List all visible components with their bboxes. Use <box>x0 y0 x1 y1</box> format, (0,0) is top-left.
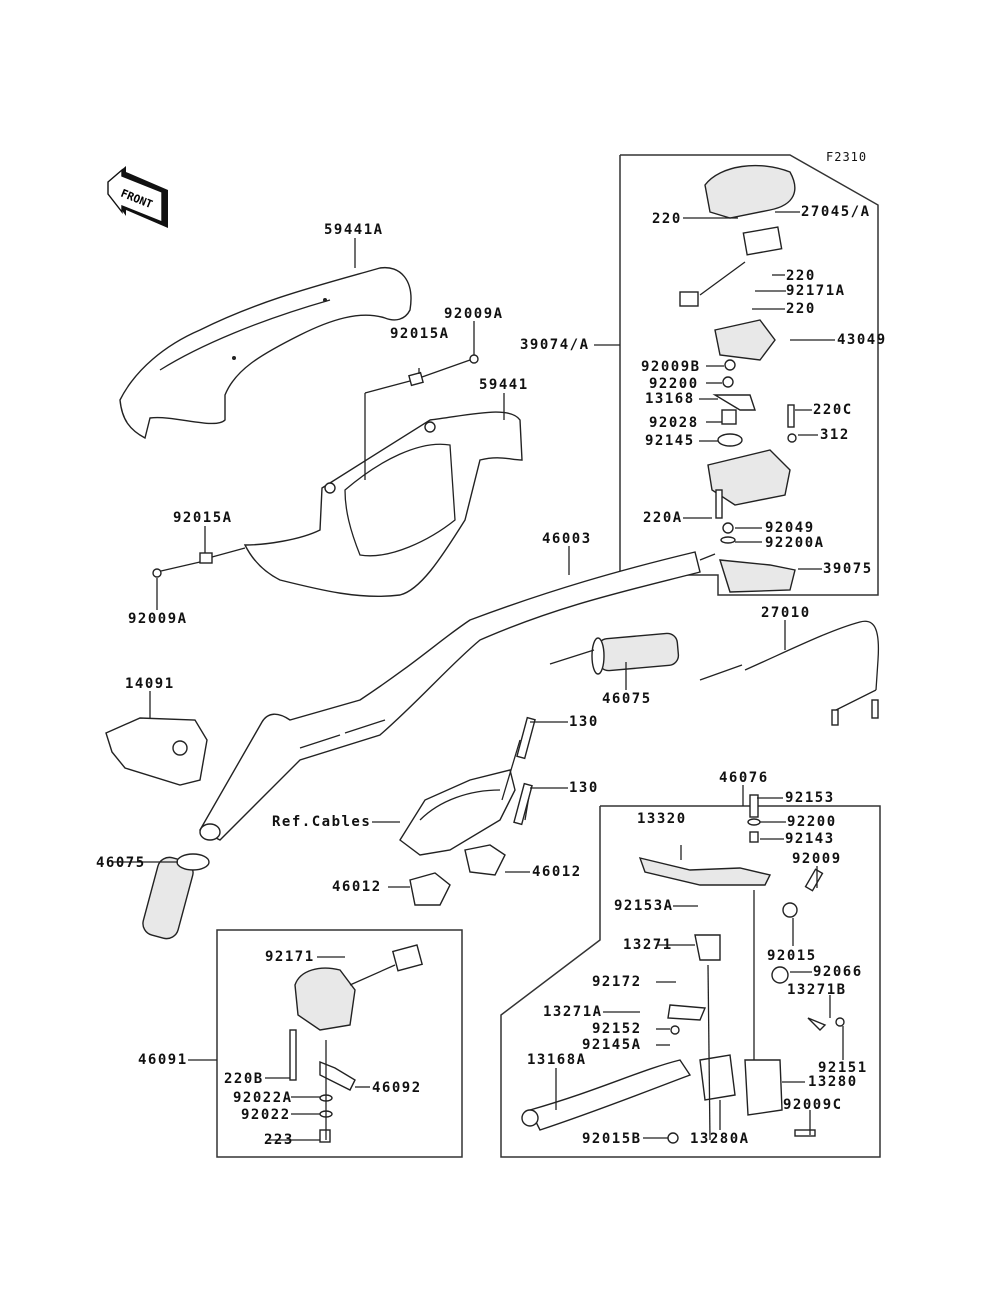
part-label-130[interactable]: 130 <box>569 780 599 796</box>
part-label-46075[interactable]: 46075 <box>602 691 652 707</box>
part-label-220[interactable]: 220 <box>786 268 816 284</box>
part-label-92015[interactable]: 92015 <box>767 948 817 964</box>
part-label-46012[interactable]: 46012 <box>532 864 582 880</box>
part-label-312[interactable]: 312 <box>820 427 850 443</box>
clamp-part <box>399 716 536 906</box>
right-grip-part <box>549 632 680 675</box>
part-label-39075[interactable]: 39075 <box>823 561 873 577</box>
part-label-92153[interactable]: 92153 <box>785 790 835 806</box>
spacer-bolt-left <box>152 547 246 578</box>
part-label-92022a[interactable]: 92022A <box>233 1090 293 1106</box>
part-label-92153a[interactable]: 92153A <box>614 898 674 914</box>
part-label-92143[interactable]: 92143 <box>785 831 835 847</box>
part-label-92009a[interactable]: 92009A <box>128 611 188 627</box>
part-label-46076[interactable]: 46076 <box>719 770 769 786</box>
part-label-39074a[interactable]: 39074/A <box>520 337 590 353</box>
spacer-bolt-top <box>364 354 479 480</box>
part-label-92022[interactable]: 92022 <box>241 1107 291 1123</box>
figure-code: F2310 <box>826 150 868 164</box>
switch-assembly-box <box>216 929 463 1158</box>
part-label-46012[interactable]: 46012 <box>332 879 382 895</box>
part-label-220a[interactable]: 220A <box>643 510 683 526</box>
part-label-92171[interactable]: 92171 <box>265 949 315 965</box>
part-label-59441[interactable]: 59441 <box>479 377 529 393</box>
part-label-220c[interactable]: 220C <box>813 402 853 418</box>
lever-assembly-box <box>500 805 881 1158</box>
part-label-92145a[interactable]: 92145A <box>582 1037 642 1053</box>
part-label-13271a[interactable]: 13271A <box>543 1004 603 1020</box>
part-label-220[interactable]: 220 <box>786 301 816 317</box>
switch-parts <box>289 944 424 1143</box>
handlebar-part <box>199 551 716 841</box>
part-label-13280[interactable]: 13280 <box>808 1074 858 1090</box>
part-label-92028[interactable]: 92028 <box>649 415 699 431</box>
part-label-92200[interactable]: 92200 <box>649 376 699 392</box>
part-label-220b[interactable]: 220B <box>224 1071 264 1087</box>
lower-cover-part <box>243 411 523 598</box>
part-label-13168[interactable]: 13168 <box>645 391 695 407</box>
part-label-92009a[interactable]: 92009A <box>444 306 504 322</box>
part-label-130[interactable]: 130 <box>569 714 599 730</box>
part-label-92145[interactable]: 92145 <box>645 433 695 449</box>
part-label-43049[interactable]: 43049 <box>837 332 887 348</box>
part-label-92015a[interactable]: 92015A <box>390 326 450 342</box>
part-label-27010[interactable]: 27010 <box>761 605 811 621</box>
part-label-92152[interactable]: 92152 <box>592 1021 642 1037</box>
part-label-92200[interactable]: 92200 <box>787 814 837 830</box>
part-label-220[interactable]: 220 <box>652 211 682 227</box>
part-label-46003[interactable]: 46003 <box>542 531 592 547</box>
part-label-46075[interactable]: 46075 <box>96 855 146 871</box>
leader-lines <box>113 211 844 1141</box>
part-label-92009b[interactable]: 92009B <box>641 359 701 375</box>
part-label-92171a[interactable]: 92171A <box>786 283 846 299</box>
part-label-92009[interactable]: 92009 <box>792 851 842 867</box>
part-label-59441a[interactable]: 59441A <box>324 222 384 238</box>
part-label-13320[interactable]: 13320 <box>637 811 687 827</box>
front-arrow-icon: FRONT <box>107 166 168 228</box>
part-label-92049[interactable]: 92049 <box>765 520 815 536</box>
left-grip-part <box>142 853 210 940</box>
part-label-92172[interactable]: 92172 <box>592 974 642 990</box>
part-label-13168a[interactable]: 13168A <box>527 1052 587 1068</box>
part-label-14091[interactable]: 14091 <box>125 676 175 692</box>
part-label-92066[interactable]: 92066 <box>813 964 863 980</box>
part-label-13271[interactable]: 13271 <box>623 937 673 953</box>
throttle-parts <box>679 164 797 593</box>
part-label-46091[interactable]: 46091 <box>138 1052 188 1068</box>
upper-cover-part <box>119 266 412 440</box>
cable-part <box>699 620 880 726</box>
part-label-ref-cables[interactable]: Ref.Cables <box>272 814 372 830</box>
lever-parts <box>521 794 845 1144</box>
part-label-92015a[interactable]: 92015A <box>173 510 233 526</box>
part-label-92200a[interactable]: 92200A <box>765 535 825 551</box>
cover-block-part <box>105 717 208 786</box>
part-label-92015b[interactable]: 92015B <box>582 1131 642 1147</box>
part-label-92151[interactable]: 92151 <box>818 1060 868 1076</box>
part-label-27045a[interactable]: 27045/A <box>801 204 871 220</box>
part-label-13271b[interactable]: 13271B <box>787 982 847 998</box>
part-label-223[interactable]: 223 <box>264 1132 294 1148</box>
part-label-46092[interactable]: 46092 <box>372 1080 422 1096</box>
part-label-92009c[interactable]: 92009C <box>783 1097 843 1113</box>
part-label-13280a[interactable]: 13280A <box>690 1131 750 1147</box>
